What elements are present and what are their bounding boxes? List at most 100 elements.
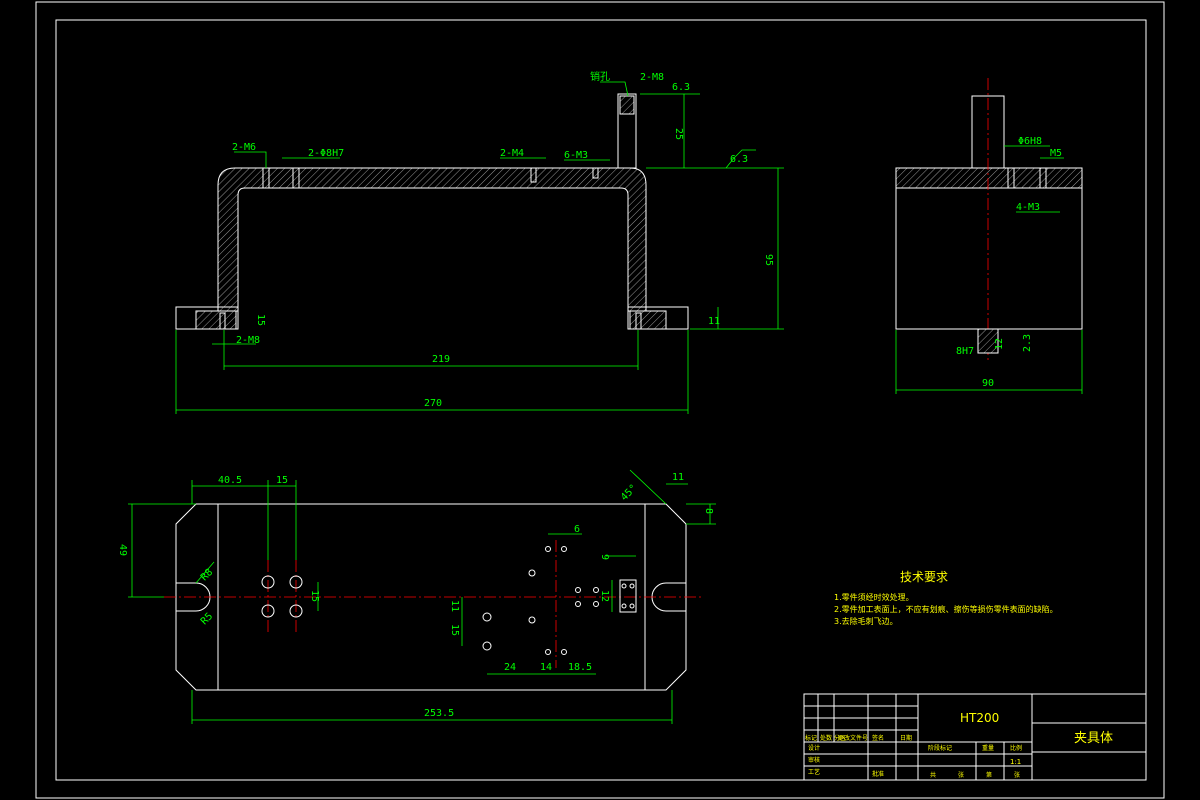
tb-col-3: 更改文件号 (838, 734, 868, 742)
label-m8-bottom: 2-M8 (236, 335, 260, 346)
dim-49: 49 (117, 544, 128, 556)
top-view: 40.5 15 49 15 11 15 24 14 18.5 253.5 6 1… (117, 469, 716, 724)
side-body (895, 167, 1083, 330)
tb-meta-2: 比例 (1010, 744, 1022, 752)
pad-hole-4 (629, 603, 635, 609)
hole-6 (482, 641, 492, 651)
side-bottom-hatch (977, 328, 999, 354)
hole-13 (575, 587, 581, 593)
tb-sheet-2: 第 (986, 771, 992, 779)
tb-col-1: 处数 (820, 734, 832, 742)
dim-14: 14 (540, 662, 552, 673)
label-m4: 2-M4 (500, 148, 524, 159)
hole-4 (289, 604, 303, 618)
label-m6-deep: 2-Φ8H7 (308, 148, 344, 159)
top-hole-2 (292, 167, 300, 189)
dim-side-23: 2.3 (1022, 334, 1033, 352)
dim-9: 9 (599, 554, 610, 560)
tech-note-1: 1.零件须经时效处理。 (834, 592, 914, 602)
tb-col-0: 标记 (805, 734, 817, 742)
tb-meta-1: 重量 (982, 744, 994, 752)
hole-12 (561, 649, 567, 655)
pad-hole-1 (621, 583, 627, 589)
tech-note-3: 3.去除毛刺飞边。 (834, 616, 898, 626)
dim-219: 219 (432, 354, 450, 365)
dim-8: 8 (703, 508, 714, 514)
dim-90: 90 (982, 378, 994, 389)
pad-hole-3 (621, 603, 627, 609)
label-m3-six: 6-M3 (564, 150, 588, 161)
pad-hole-2 (629, 583, 635, 589)
tb-sheet-3: 张 (1014, 771, 1020, 779)
tb-row-1: 审核 (808, 756, 820, 764)
label-m6-left: 2-M6 (232, 142, 256, 153)
tb-col-4: 签名 (872, 734, 884, 742)
hole-9 (545, 546, 551, 552)
dim-r8: R8 (199, 567, 215, 583)
side-hole-a (1007, 167, 1015, 189)
tb-row-0: 设计 (808, 744, 820, 752)
hole-5 (482, 612, 492, 622)
dim-24: 24 (504, 662, 516, 673)
front-body-section (217, 167, 647, 312)
label-side-h7: 8H7 (956, 346, 974, 357)
tb-meta-0: 阶段标记 (928, 744, 952, 752)
dim-40-5: 40.5 (218, 475, 242, 486)
dim-253-5: 253.5 (424, 708, 454, 719)
dim-11: 11 (708, 316, 720, 327)
foot-hole-r (635, 312, 642, 330)
dim-11r: 11 (672, 472, 684, 483)
material-label: HT200 (960, 711, 999, 725)
hole-7 (528, 569, 536, 577)
side-hole-b (1039, 167, 1047, 189)
tb-sheet-0: 共 (930, 771, 936, 779)
top-hole-3 (530, 167, 537, 183)
top-body-outline (175, 503, 687, 691)
tb-row-3: 批准 (872, 770, 884, 778)
hole-10 (561, 546, 567, 552)
dim-15b: 15 (309, 590, 320, 602)
roughness-a: 6.3 (730, 154, 748, 165)
pin-post-hatch (619, 95, 635, 115)
pin-pad (619, 579, 637, 613)
hole-14 (575, 601, 581, 607)
dim-18-5: 18.5 (568, 662, 592, 673)
outer-border (35, 1, 1165, 799)
tb-scale: 1:1 (1010, 758, 1021, 766)
left-foot-hatch (195, 310, 237, 330)
dim-95: 95 (763, 254, 774, 266)
label-side-m5: M5 (1050, 148, 1062, 159)
hole-16 (593, 601, 599, 607)
side-view: 90 Φ6H8 M5 4-M3 8H7 12 2.3 (895, 78, 1083, 394)
label-side-m3: 4-M3 (1016, 202, 1040, 213)
tech-note-2: 2.零件加工表面上，不应有划痕、擦伤等损伤零件表面的缺陷。 (834, 604, 1058, 614)
dim-side-15: 15 (255, 314, 266, 326)
dim-r5: R5 (199, 611, 215, 627)
part-name: 夹具体 (1074, 731, 1113, 746)
hole-11 (545, 649, 551, 655)
dim-11t: 11 (449, 600, 460, 612)
label-pin-hole: 销孔 (590, 70, 610, 83)
dim-25: 25 (673, 128, 684, 140)
tb-col-5: 日期 (900, 734, 912, 742)
hole-3 (261, 604, 275, 618)
side-top-hatch (895, 167, 1083, 189)
front-view: 219 270 95 11 25 销孔 2-M8 2-M6 2-Φ8H7 2-M… (175, 70, 784, 414)
hole-15 (593, 587, 599, 593)
pin-post (617, 93, 637, 169)
inner-border (55, 19, 1147, 781)
foot-hole-l (219, 312, 226, 330)
dim-15a: 15 (276, 475, 288, 486)
tb-sheet-1: 张 (958, 771, 964, 779)
roughness-b: 6.3 (672, 82, 690, 93)
top-hole-4 (592, 167, 599, 179)
tech-title: 技术要求 (900, 570, 948, 584)
dim-15c: 15 (449, 624, 460, 636)
hole-1 (261, 575, 275, 589)
tb-col-2: 分区 (834, 734, 846, 742)
hole-8 (528, 616, 536, 624)
dim-6: 6 (574, 524, 580, 535)
title-block: 标记 处数 分区 更改文件号 签名 日期 设计 审核 工艺 批准 阶段标记 重量… (803, 693, 1147, 781)
label-m8-top: 2-M8 (640, 72, 664, 83)
